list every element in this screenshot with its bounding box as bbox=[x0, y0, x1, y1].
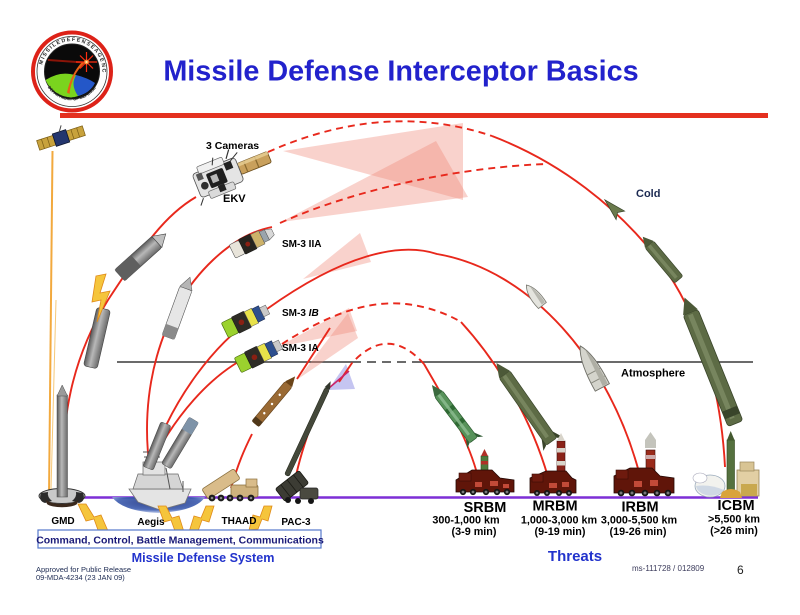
svg-text:300-1,000 km: 300-1,000 km bbox=[432, 515, 499, 527]
svg-text:(3-9 min): (3-9 min) bbox=[452, 526, 497, 538]
svg-text:(9-19 min): (9-19 min) bbox=[535, 526, 586, 538]
svg-text:ICBM: ICBM bbox=[717, 498, 754, 514]
svg-text:IRBM: IRBM bbox=[621, 500, 658, 516]
svg-text:SM-3 IA: SM-3 IA bbox=[282, 343, 319, 354]
svg-text:(19-26 min): (19-26 min) bbox=[610, 526, 667, 538]
svg-text:Aegis: Aegis bbox=[137, 517, 165, 528]
svg-text:Atmosphere: Atmosphere bbox=[621, 368, 685, 380]
svg-text:3,000-5,500 km: 3,000-5,500 km bbox=[601, 515, 677, 527]
svg-text:Threats: Threats bbox=[548, 548, 602, 565]
svg-text:PAC-3: PAC-3 bbox=[281, 517, 311, 528]
svg-text:SRBM: SRBM bbox=[464, 500, 507, 516]
svg-text:MRBM: MRBM bbox=[532, 499, 577, 515]
svg-text:SM-3 IIA: SM-3 IIA bbox=[282, 239, 321, 250]
svg-text:THAAD: THAAD bbox=[222, 516, 257, 527]
svg-text:GMD: GMD bbox=[51, 516, 74, 527]
svg-text:>5,500 km: >5,500 km bbox=[708, 514, 760, 526]
svg-text:1,000-3,000 km: 1,000-3,000 km bbox=[521, 515, 597, 527]
svg-text:EKV: EKV bbox=[223, 193, 246, 205]
svg-text:Missile Defense Interceptor Ba: Missile Defense Interceptor Basics bbox=[163, 56, 638, 88]
svg-text:6: 6 bbox=[737, 563, 744, 577]
svg-text:(>26 min): (>26 min) bbox=[710, 525, 758, 537]
svg-text:09-MDA-4234 (23 JAN 09): 09-MDA-4234 (23 JAN 09) bbox=[36, 573, 125, 582]
svg-text:Approved for Public Release: Approved for Public Release bbox=[36, 565, 131, 574]
svg-text:Missile Defense System: Missile Defense System bbox=[132, 551, 275, 565]
svg-text:Command, Control, Battle Manag: Command, Control, Battle Management, Com… bbox=[36, 535, 324, 547]
svg-text:Cold: Cold bbox=[636, 188, 660, 200]
svg-text:SM-3 IB: SM-3 IB bbox=[282, 308, 319, 319]
svg-text:ms-111728 / 012809: ms-111728 / 012809 bbox=[632, 564, 705, 573]
svg-text:3 Cameras: 3 Cameras bbox=[206, 140, 259, 152]
